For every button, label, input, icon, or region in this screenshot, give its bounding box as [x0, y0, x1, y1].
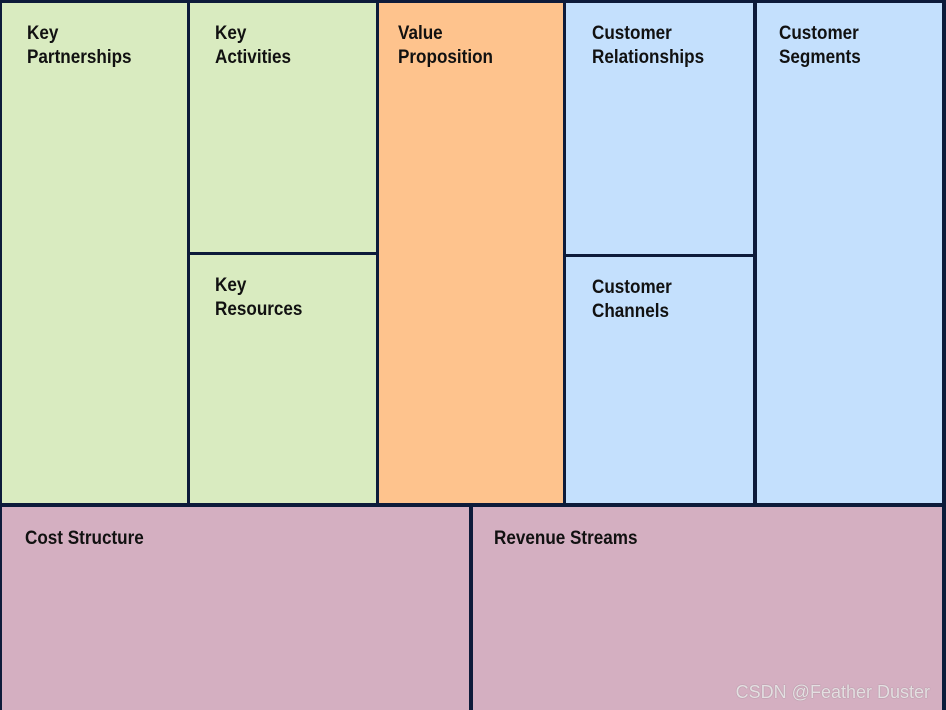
value-proposition-label: Value Proposition: [398, 22, 493, 70]
customer-relationships-block: Customer Relationships: [566, 3, 753, 254]
key-activities-block: Key Activities: [190, 3, 376, 252]
key-partnerships-label-line2: Partnerships: [27, 47, 132, 68]
customer-channels-label: Customer Channels: [592, 276, 672, 324]
cost-structure-block: Cost Structure: [2, 507, 469, 710]
key-resources-label-line2: Resources: [215, 299, 303, 320]
cost-structure-label: Cost Structure: [25, 527, 144, 551]
watermark: CSDN @Feather Duster: [735, 682, 930, 702]
key-activities-label: Key Activities: [215, 22, 291, 70]
key-resources-block: Key Resources: [190, 255, 376, 503]
customer-relationships-label-line2: Relationships: [592, 47, 705, 68]
customer-relationships-label-line1: Customer: [592, 23, 672, 44]
customer-channels-label-line2: Channels: [592, 301, 669, 322]
value-proposition-block: Value Proposition: [379, 3, 563, 503]
customer-relationships-label: Customer Relationships: [592, 22, 704, 70]
customer-channels-block: Customer Channels: [566, 257, 753, 503]
customer-segments-label-line2: Segments: [779, 47, 861, 68]
cost-structure-label-line1: Cost Structure: [25, 528, 144, 549]
key-partnerships-label-line1: Key: [27, 23, 59, 44]
customer-channels-label-line1: Customer: [592, 277, 672, 298]
key-partnerships-label: Key Partnerships: [27, 22, 132, 70]
key-resources-label-line1: Key: [215, 275, 247, 296]
key-resources-label: Key Resources: [215, 274, 302, 322]
revenue-streams-block: Revenue Streams: [473, 507, 942, 710]
customer-segments-label-line1: Customer: [779, 23, 859, 44]
key-activities-label-line2: Activities: [215, 47, 292, 68]
key-partnerships-block: Key Partnerships: [2, 3, 187, 503]
customer-segments-block: Customer Segments: [757, 3, 942, 503]
value-proposition-label-line1: Value: [398, 23, 443, 44]
key-activities-label-line1: Key: [215, 23, 247, 44]
customer-segments-label: Customer Segments: [779, 22, 861, 70]
revenue-streams-label: Revenue Streams: [494, 527, 638, 551]
value-proposition-label-line2: Proposition: [398, 47, 494, 68]
revenue-streams-label-line1: Revenue Streams: [494, 528, 638, 549]
